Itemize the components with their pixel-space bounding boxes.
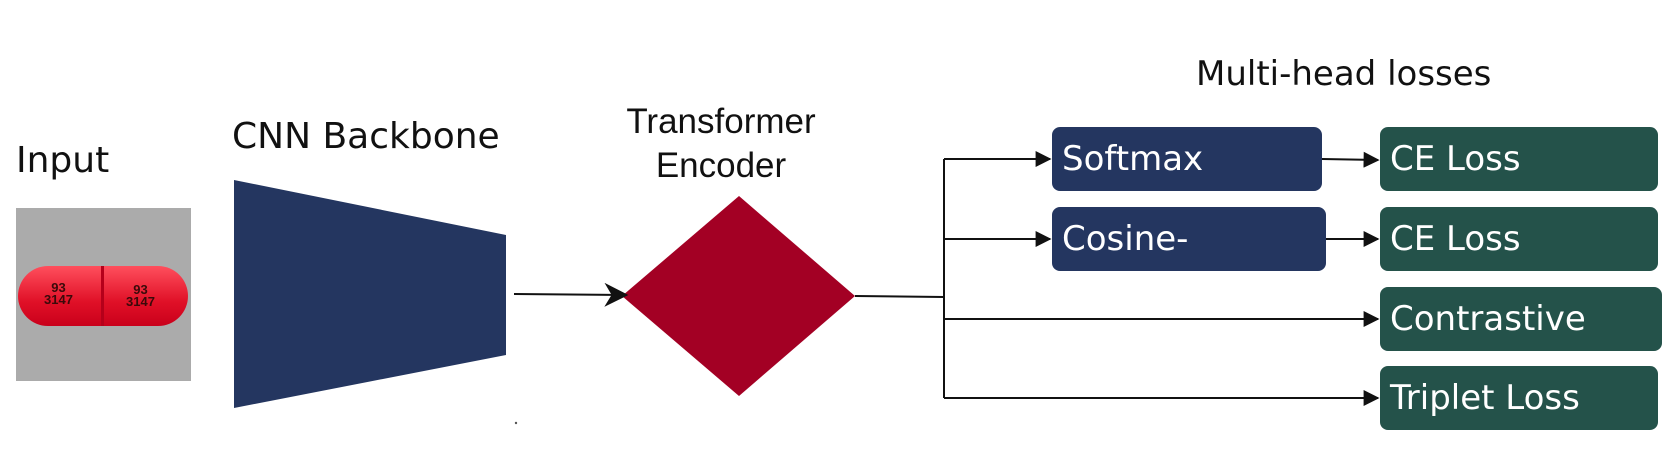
input-title: Input [16,140,110,181]
cosine-softmax-head-box: Cosine-Softmax [1052,207,1326,323]
pill-imprint-left: 93 3147 [44,280,73,307]
contrastive-loss-box: Contrastive Loss [1380,287,1662,403]
ce-loss-box-1: CE Loss [1380,127,1658,191]
transformer-title-line2: Encoder [655,146,787,185]
triplet-loss-box: Triplet Loss [1380,366,1658,430]
multi-head-losses-title: Multi-head losses [1196,54,1492,94]
capsule-seam [101,266,104,326]
transformer-title-line1: Transformer [626,102,816,141]
transformer-encoder-diamond [622,196,855,396]
softmax-to-ce-arrow [1321,151,1380,168]
transformer-encoder-title: Transformer Encoder [606,100,836,188]
pill-imprint-right-top: 93 [133,282,148,297]
softmax-head-box: Softmax [1052,127,1322,191]
stray-dot [514,421,518,425]
cnn-backbone-trapezoid [234,180,506,408]
ce-loss-box-2: CE Loss [1380,207,1658,271]
input-pill-image: 93 3147 93 3147 [16,208,191,381]
pill-imprint-right-bottom: 3147 [126,294,155,309]
cnn-to-transformer-arrow [513,282,629,307]
cnn-backbone-title: CNN Backbone [232,116,500,157]
pill-imprint-right: 93 3147 [126,282,155,309]
transformer-output-line [854,295,945,298]
pill-imprint-left-top: 93 [51,280,66,295]
pill-imprint-left-bottom: 3147 [44,292,73,307]
